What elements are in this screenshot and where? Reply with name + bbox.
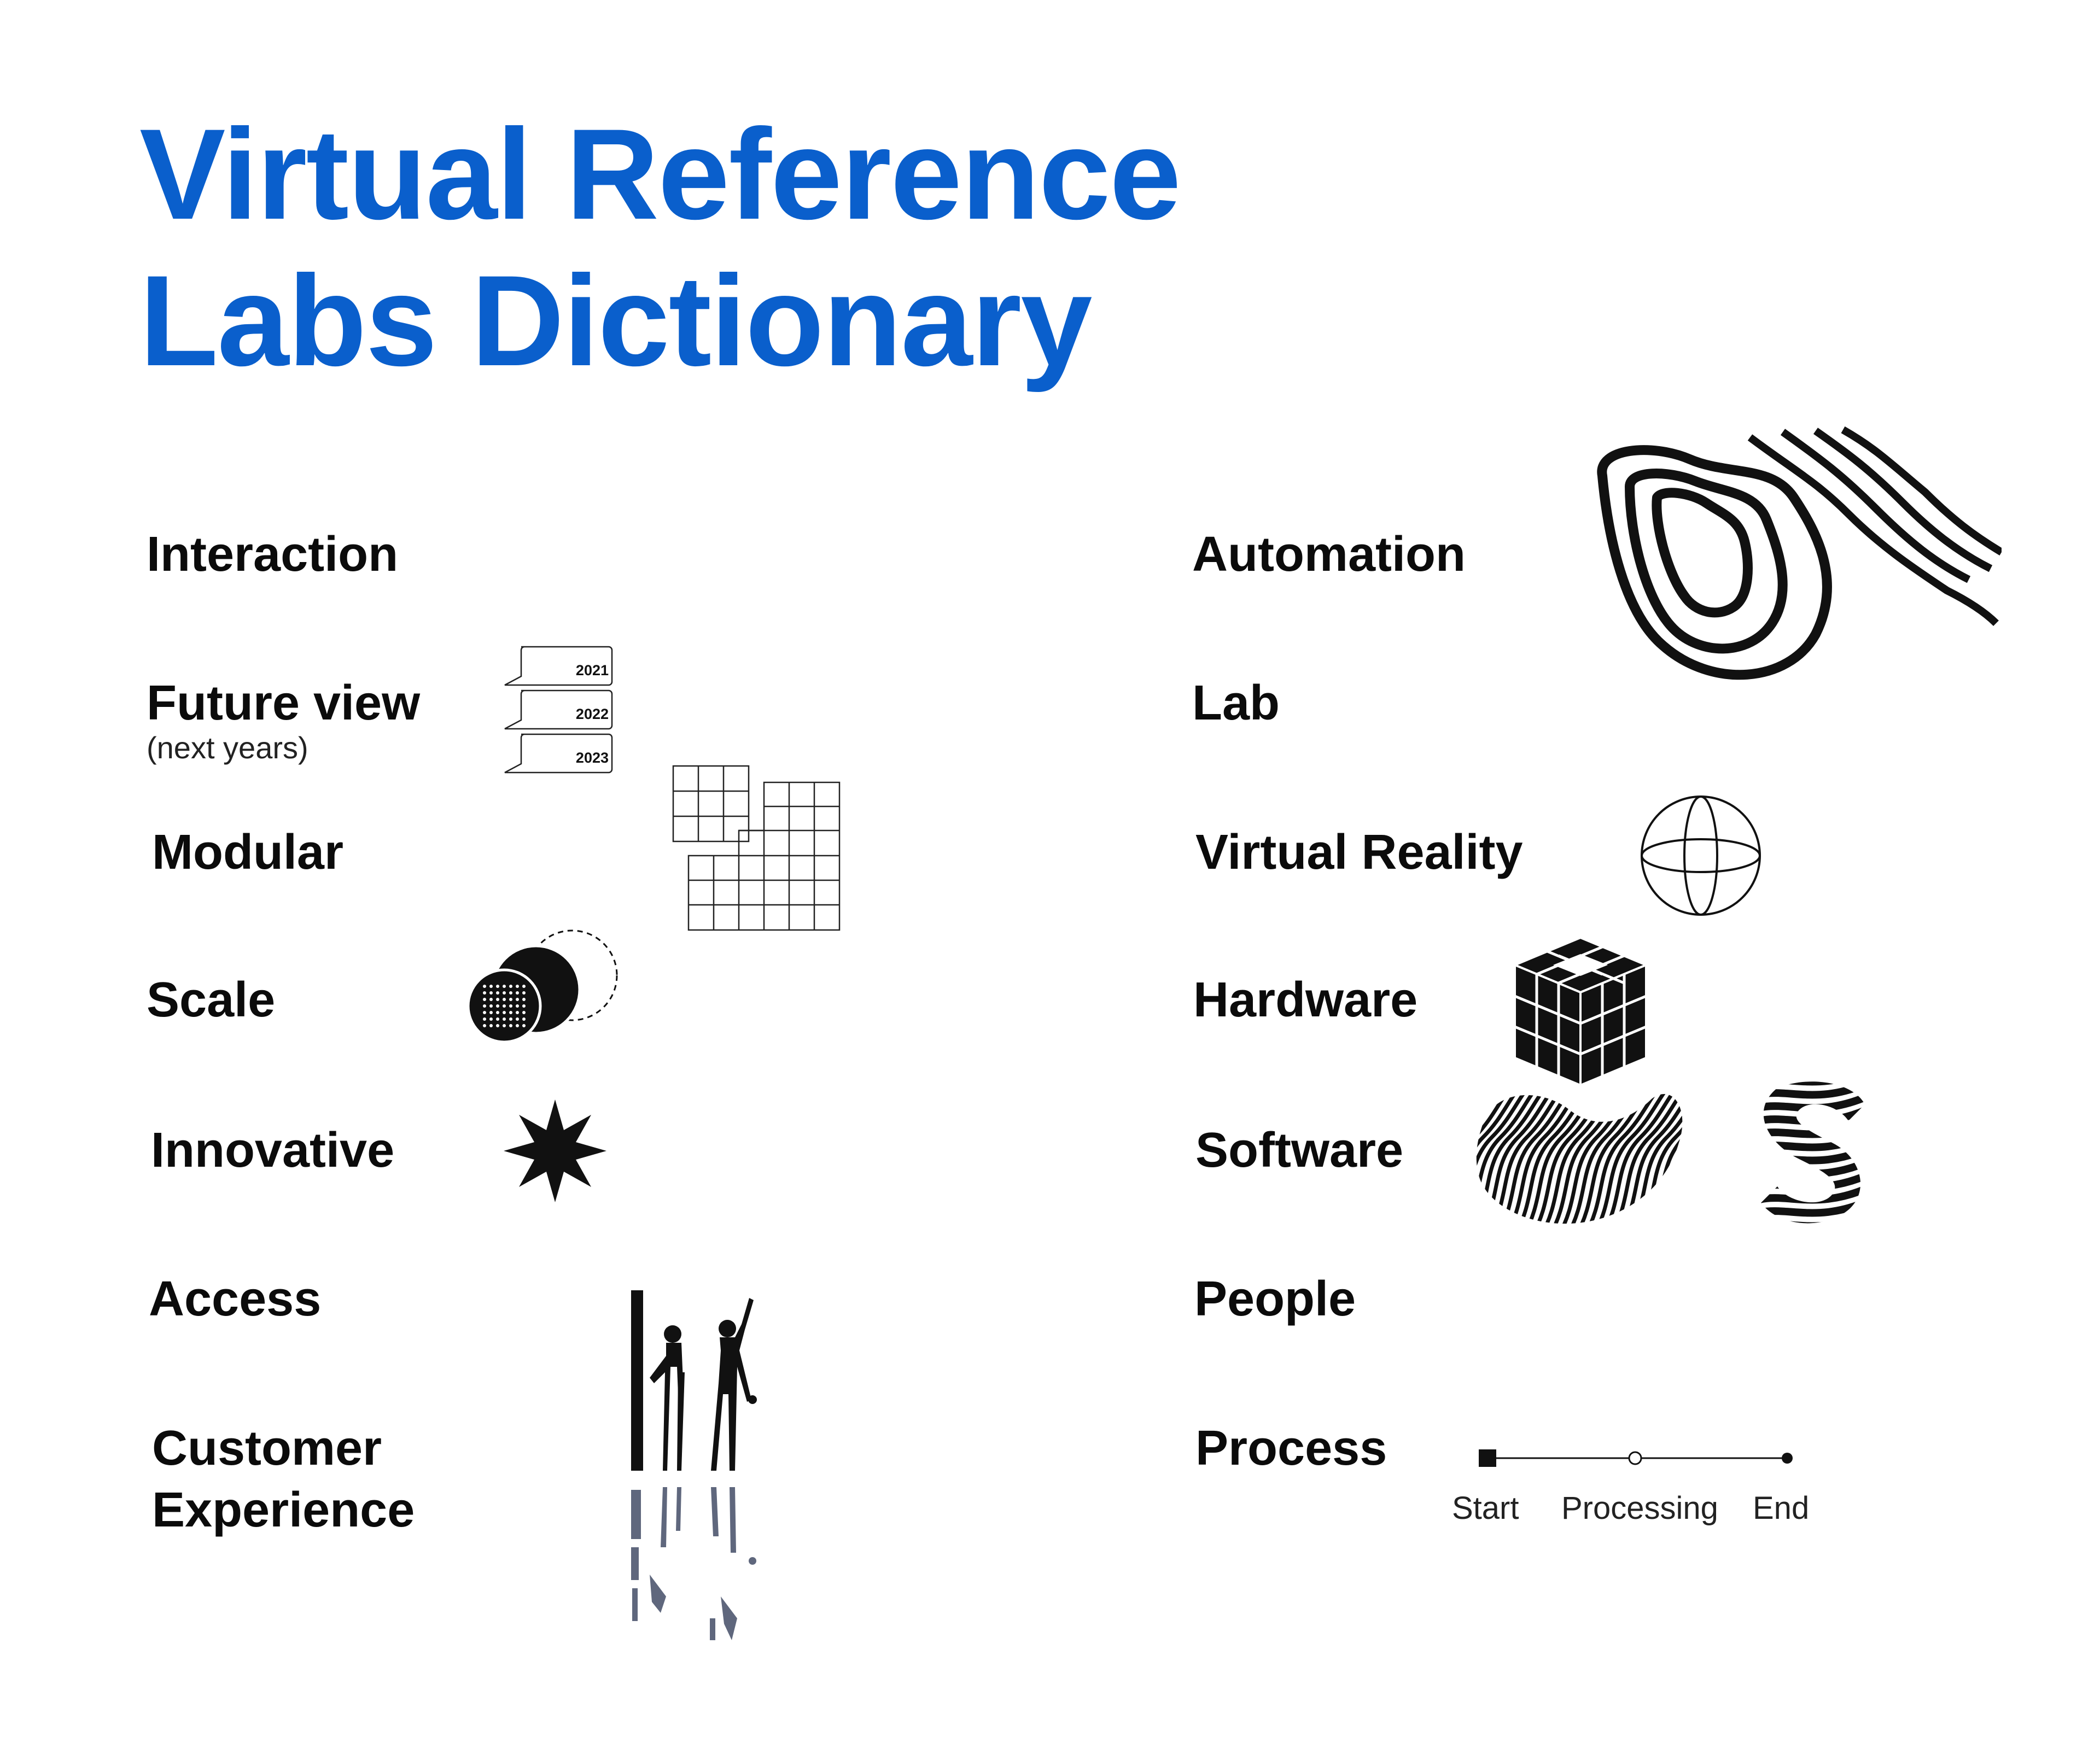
- speech-bubbles-icon: 2021 2022 2023: [504, 646, 613, 774]
- process-label-end: End: [1753, 1490, 1810, 1526]
- star-burst-icon: [504, 1099, 606, 1202]
- term-people: People: [1194, 1272, 1356, 1326]
- term-lab: Lab: [1192, 676, 1280, 730]
- people-silhouette-icon: [631, 1290, 757, 1640]
- process-processing-marker: [1628, 1451, 1642, 1465]
- term-modular: Modular: [152, 825, 343, 880]
- title-line-1: Virtual Reference: [139, 102, 1181, 247]
- process-end-marker: [1782, 1453, 1793, 1464]
- page-title: Virtual Reference Labs Dictionary: [139, 101, 1181, 394]
- year-2022: 2022: [576, 706, 609, 722]
- cube-grid-icon: [1512, 936, 1649, 1087]
- term-customer-experience-line-1: Customer: [152, 1421, 382, 1476]
- term-access: Access: [149, 1272, 322, 1326]
- term-future-view: Future view: [147, 676, 421, 730]
- overlapping-circles-icon: [466, 929, 618, 1044]
- timeline-icon: [1479, 1449, 1793, 1467]
- globe-wireframe-icon: [1641, 795, 1761, 916]
- term-hardware: Hardware: [1193, 973, 1418, 1027]
- process-start-marker: [1479, 1449, 1496, 1467]
- term-interaction: Interaction: [147, 527, 399, 582]
- term-virtual-reality: Virtual Reality: [1195, 825, 1523, 880]
- striped-blob-icon: [1476, 1081, 1865, 1224]
- process-label-start: Start: [1452, 1490, 1519, 1526]
- term-customer-experience-line-2: Experience: [152, 1483, 415, 1537]
- process-label-processing: Processing: [1561, 1490, 1718, 1526]
- year-2023: 2023: [576, 750, 609, 766]
- contour-wave-icon: [1597, 426, 2002, 680]
- term-automation: Automation: [1192, 527, 1466, 582]
- term-innovative: Innovative: [151, 1123, 395, 1178]
- grid-blocks-icon: [672, 765, 841, 931]
- title-line-2: Labs Dictionary: [139, 249, 1092, 393]
- term-future-view-subtitle: (next years): [147, 730, 308, 765]
- term-software: Software: [1195, 1123, 1404, 1178]
- term-process: Process: [1195, 1421, 1387, 1476]
- year-2021: 2021: [576, 662, 609, 678]
- term-scale: Scale: [147, 973, 276, 1027]
